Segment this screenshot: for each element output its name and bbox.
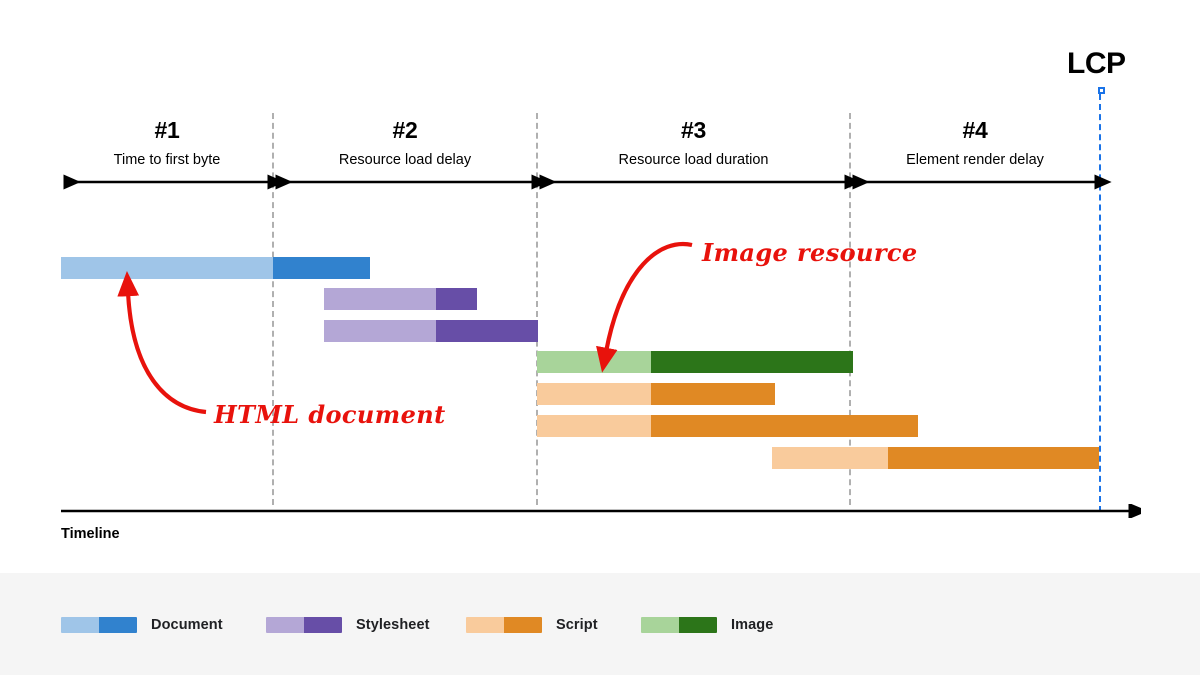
- timeline-label: Timeline: [61, 526, 120, 542]
- phase-number: #2: [392, 117, 418, 143]
- phase-separator-1: [272, 113, 274, 505]
- image-resource-arrow-icon: [596, 241, 693, 373]
- bar-segment-wait: [537, 351, 651, 373]
- phase-name: Resource load duration: [618, 152, 769, 168]
- legend-label: Script: [556, 617, 598, 633]
- bar-script-5: [537, 383, 775, 405]
- timeline-axis: [61, 504, 1141, 518]
- bar-segment-wait: [537, 415, 651, 437]
- bar-segment-download: [888, 447, 1099, 469]
- legend-item-image[interactable]: Image: [641, 617, 773, 633]
- bar-segment-wait: [772, 447, 888, 469]
- bar-image-4: [537, 351, 853, 373]
- bar-document-1: [61, 257, 370, 279]
- phase-separator-2: [536, 113, 538, 505]
- legend-background: [0, 573, 1200, 675]
- legend-swatch-icon: [266, 617, 342, 633]
- bar-script-7: [772, 447, 1099, 469]
- phase-number: #1: [154, 117, 180, 143]
- phase-name: Time to first byte: [113, 152, 221, 168]
- bar-segment-wait: [537, 383, 651, 405]
- phase-name: Element render delay: [906, 152, 1044, 168]
- legend-item-stylesheet[interactable]: Stylesheet: [266, 617, 430, 633]
- bar-segment-download: [436, 288, 477, 310]
- lcp-label: LCP: [1067, 47, 1126, 80]
- bar-segment-download: [273, 257, 370, 279]
- phase-number: #3: [681, 117, 706, 143]
- legend-swatch-icon: [61, 617, 137, 633]
- legend-label: Stylesheet: [356, 617, 430, 633]
- annotation-2: Image resource: [702, 238, 918, 267]
- bar-segment-download: [651, 383, 775, 405]
- html-document-arrow-icon: [117, 271, 207, 415]
- bar-segment-wait: [61, 257, 273, 279]
- bar-stylesheet-3: [324, 320, 538, 342]
- phase-name: Resource load delay: [338, 152, 472, 168]
- bar-segment-wait: [324, 288, 436, 310]
- lcp-marker-icon: [1097, 87, 1105, 94]
- bar-stylesheet-2: [324, 288, 477, 310]
- phase-number: #4: [962, 117, 988, 143]
- bar-segment-download: [436, 320, 538, 342]
- lcp-dashed-line: [1099, 94, 1101, 512]
- bar-segment-download: [651, 351, 853, 373]
- bar-script-6: [537, 415, 918, 437]
- legend-swatch-icon: [641, 617, 717, 633]
- phase-separator-3: [849, 113, 851, 505]
- legend-item-script[interactable]: Script: [466, 617, 598, 633]
- legend-item-document[interactable]: Document: [61, 617, 223, 633]
- annotation-1: HTML document: [214, 400, 446, 429]
- legend-swatch-icon: [466, 617, 542, 633]
- bar-segment-wait: [324, 320, 436, 342]
- legend-label: Image: [731, 617, 774, 633]
- bar-segment-download: [651, 415, 918, 437]
- legend-label: Document: [151, 617, 223, 633]
